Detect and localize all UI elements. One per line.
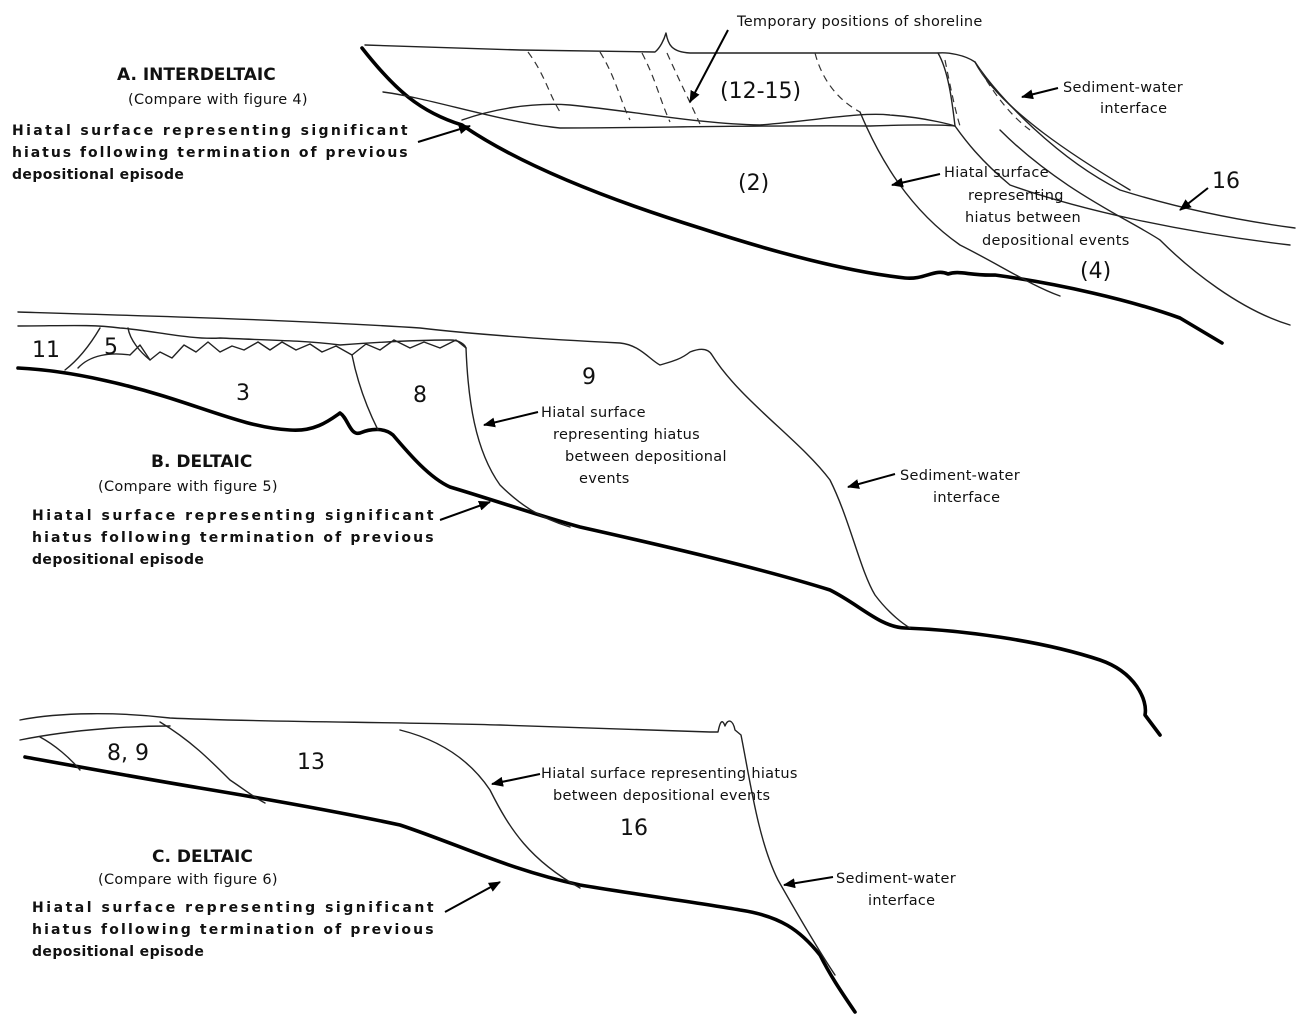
panel-c-title: C. DELTAIC [152, 847, 253, 867]
panel-c-hiatus-note-3: depositional episode [32, 944, 204, 960]
panel-a-shoreline-6 [945, 60, 960, 126]
panel-c-hiatal-1: Hiatal surface representing hiatus [541, 766, 798, 782]
panel-a: Temporary positions of shoreline A. INTE… [12, 14, 1295, 343]
panel-a-title: A. INTERDELTAIC [117, 65, 276, 85]
panel-c-hiatal-2: between depositional events [553, 788, 770, 804]
panel-a-16-arrow [1180, 188, 1208, 210]
panel-a-basal-arrow [418, 126, 470, 142]
panel-b-hiatus-note-1: Hiatal surface representing significant [32, 508, 434, 524]
panel-a-unit-2: (2) [738, 171, 769, 196]
panel-c-unit-8-9: 8, 9 [107, 741, 149, 766]
panel-a-2-top [462, 104, 955, 126]
panel-a-shoreline-3 [642, 53, 670, 122]
panel-b-unit-9: 9 [582, 365, 596, 390]
panel-a-hiatus-note-1: Hiatal surface representing significant [12, 123, 408, 139]
panel-b-basal-arrow [440, 502, 490, 520]
panel-a-unit-16: 16 [1212, 169, 1240, 194]
panel-a-hiatal-1: Hiatal surface [944, 165, 1049, 181]
panel-c-sediment-2: interface [868, 893, 935, 909]
panel-b-hiatal-4: events [579, 471, 630, 487]
panel-b-hiatal-2: representing hiatus [553, 427, 700, 443]
panel-a-shoreline-1 [528, 52, 560, 112]
shoreline-label: Temporary positions of shoreline [736, 14, 983, 30]
panel-a-hiatal-2: representing [968, 188, 1064, 204]
panel-a-sediment-2: interface [1100, 101, 1167, 117]
panel-b-unit-8: 8 [413, 383, 427, 408]
panel-b-3-top [78, 340, 466, 368]
panel-b-sediment-arrow [848, 474, 895, 487]
panel-b-hiatus-note-2: hiatus following termination of previous [32, 530, 434, 546]
panel-a-hiatus-note-2: hiatus following termination of previous [12, 145, 408, 161]
panel-c-basal-arrow [445, 882, 500, 912]
panel-a-hiatal-3: hiatus between [965, 210, 1081, 226]
panel-b-unit-3: 3 [236, 381, 250, 406]
panel-a-12-15-base [383, 92, 955, 128]
panel-b-unit-5: 5 [104, 335, 118, 360]
panel-b: B. DELTAIC (Compare with figure 5) Hiata… [18, 312, 1160, 735]
panel-a-4-front [1000, 130, 1290, 325]
panel-b-compare: (Compare with figure 5) [98, 479, 278, 495]
panel-a-sediment-arrow [1022, 88, 1058, 97]
panel-b-hiatus-note-3: depositional episode [32, 552, 204, 568]
panel-a-sediment-1: Sediment-water [1063, 80, 1183, 96]
panel-a-unit-12-15: (12-15) [720, 79, 801, 104]
panel-c-hiatal-arrow [492, 774, 540, 784]
panel-a-sediment-water-interface [365, 33, 1295, 228]
panel-a-shoreline-5 [815, 53, 860, 112]
panel-c: C. DELTAIC (Compare with figure 6) Hiata… [20, 714, 956, 1012]
panel-c-sediment-arrow [784, 877, 833, 885]
panel-c-compare: (Compare with figure 6) [98, 872, 278, 888]
panel-a-compare: (Compare with figure 4) [128, 92, 308, 108]
panel-b-title: B. DELTAIC [151, 452, 252, 472]
panel-b-hiatal-1: Hiatal surface [541, 405, 646, 421]
panel-b-8-left [352, 355, 378, 430]
panel-c-unit-16: 16 [620, 816, 648, 841]
panel-a-hiatal-arrow [892, 174, 940, 185]
panel-b-unit-11: 11 [32, 338, 60, 363]
panel-c-unit-13: 13 [297, 750, 325, 775]
panel-a-2-front [860, 112, 1060, 296]
panel-b-hiatal-3: between depositional [565, 449, 727, 465]
panel-c-13-boundary [400, 730, 580, 888]
panel-b-sediment-1: Sediment-water [900, 468, 1020, 484]
panel-a-hiatal-4: depositional events [982, 233, 1130, 249]
panel-b-hiatal-arrow [484, 412, 538, 425]
panel-c-hiatus-note-2: hiatus following termination of previous [32, 922, 434, 938]
panel-b-sediment-2: interface [933, 490, 1000, 506]
panel-a-shoreline-4 [667, 53, 700, 124]
panel-c-hiatus-note-1: Hiatal surface representing significant [32, 900, 434, 916]
panel-b-top-surface [18, 326, 466, 349]
panel-a-unit-4: (4) [1080, 259, 1111, 284]
panel-a-hiatus-note-3: depositional episode [12, 167, 184, 183]
panel-c-sediment-1: Sediment-water [836, 871, 956, 887]
